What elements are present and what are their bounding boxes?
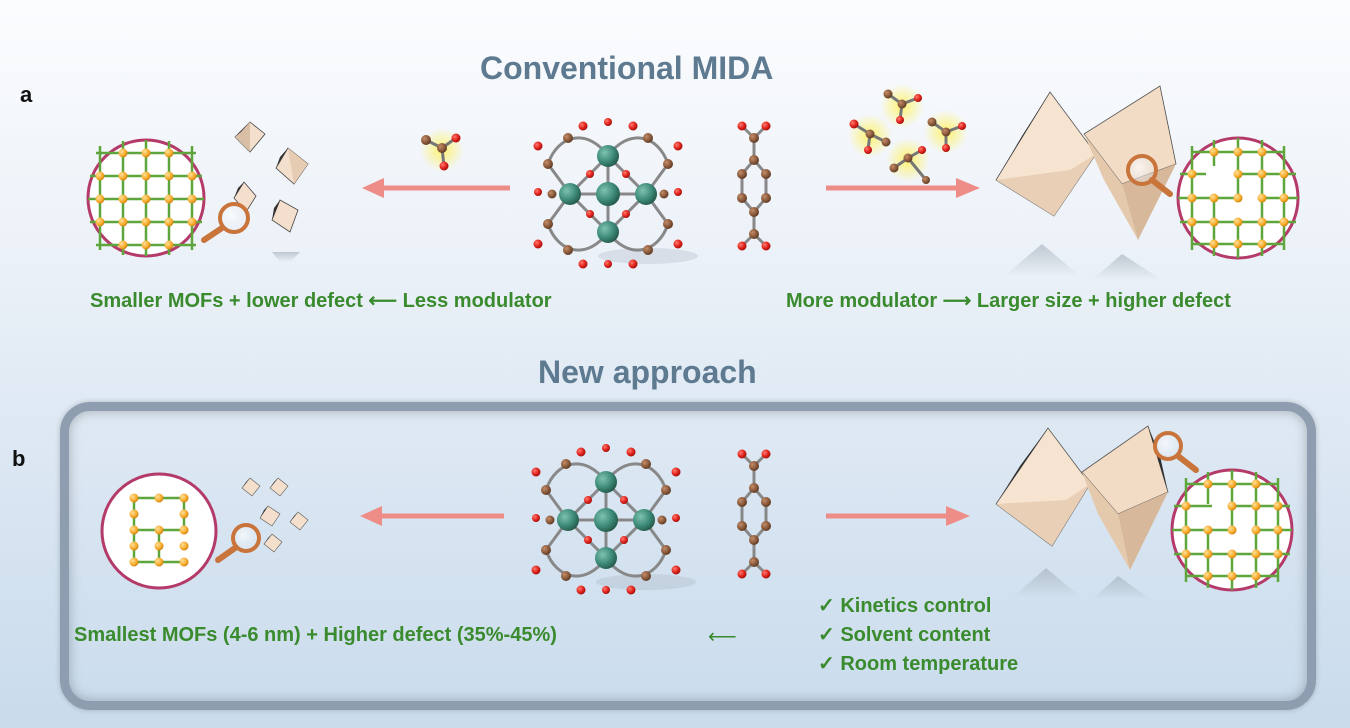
new-approach-frame (60, 402, 1316, 710)
magnifier-icon-b-right (1153, 431, 1199, 473)
arrow-right-b (826, 506, 970, 526)
checklist-item-kinetics: ✓ Kinetics control (818, 595, 992, 617)
arrow-left-b (360, 506, 504, 526)
arrow-left-a (362, 178, 510, 198)
large-mof-crystals-b (995, 425, 1169, 600)
small-mof-crystals-a (233, 121, 309, 262)
lattice-magnifier-b-right (1170, 468, 1294, 592)
modulator-molecules-many (848, 84, 968, 184)
arrow-right-a (826, 178, 980, 198)
heading-conventional-mida: Conventional MIDA (480, 50, 774, 86)
lattice-magnifier-b-left (100, 472, 218, 590)
bdc-linker-b (737, 449, 771, 579)
checklist-item-solvent: ✓ Solvent content (818, 624, 991, 646)
panel-label-a: a (20, 82, 33, 107)
lattice-magnifier-a-right (1176, 136, 1300, 260)
checklist-item-temperature: ✓ Room temperature (818, 653, 1019, 675)
caption-b-arrow: ⟵ (708, 626, 737, 648)
panel-label-b: b (12, 446, 26, 471)
magnifier-icon-a-left (201, 202, 250, 243)
caption-b: Smallest MOFs (4-6 nm) + Higher defect (… (74, 624, 557, 646)
caption-a-left: Smaller MOFs + lower defect ⟵ Less modul… (90, 290, 552, 312)
condition-checklist: ✓ Kinetics control ✓ Solvent content ✓ R… (818, 592, 1018, 679)
lattice-magnifier-a-left (86, 138, 206, 258)
smallest-mof-crystals-b (241, 477, 309, 553)
magnifier-icon-a-right (1126, 154, 1173, 197)
bdc-linker-a (737, 121, 771, 251)
zr-cluster-a (533, 118, 698, 269)
zr-cluster-b (531, 444, 696, 595)
caption-a-right: More modulator ⟶ Larger size + higher de… (786, 290, 1231, 312)
magnifier-icon-b-left (215, 523, 261, 563)
modulator-molecule-small (420, 128, 464, 172)
heading-new-approach: New approach (538, 354, 757, 390)
